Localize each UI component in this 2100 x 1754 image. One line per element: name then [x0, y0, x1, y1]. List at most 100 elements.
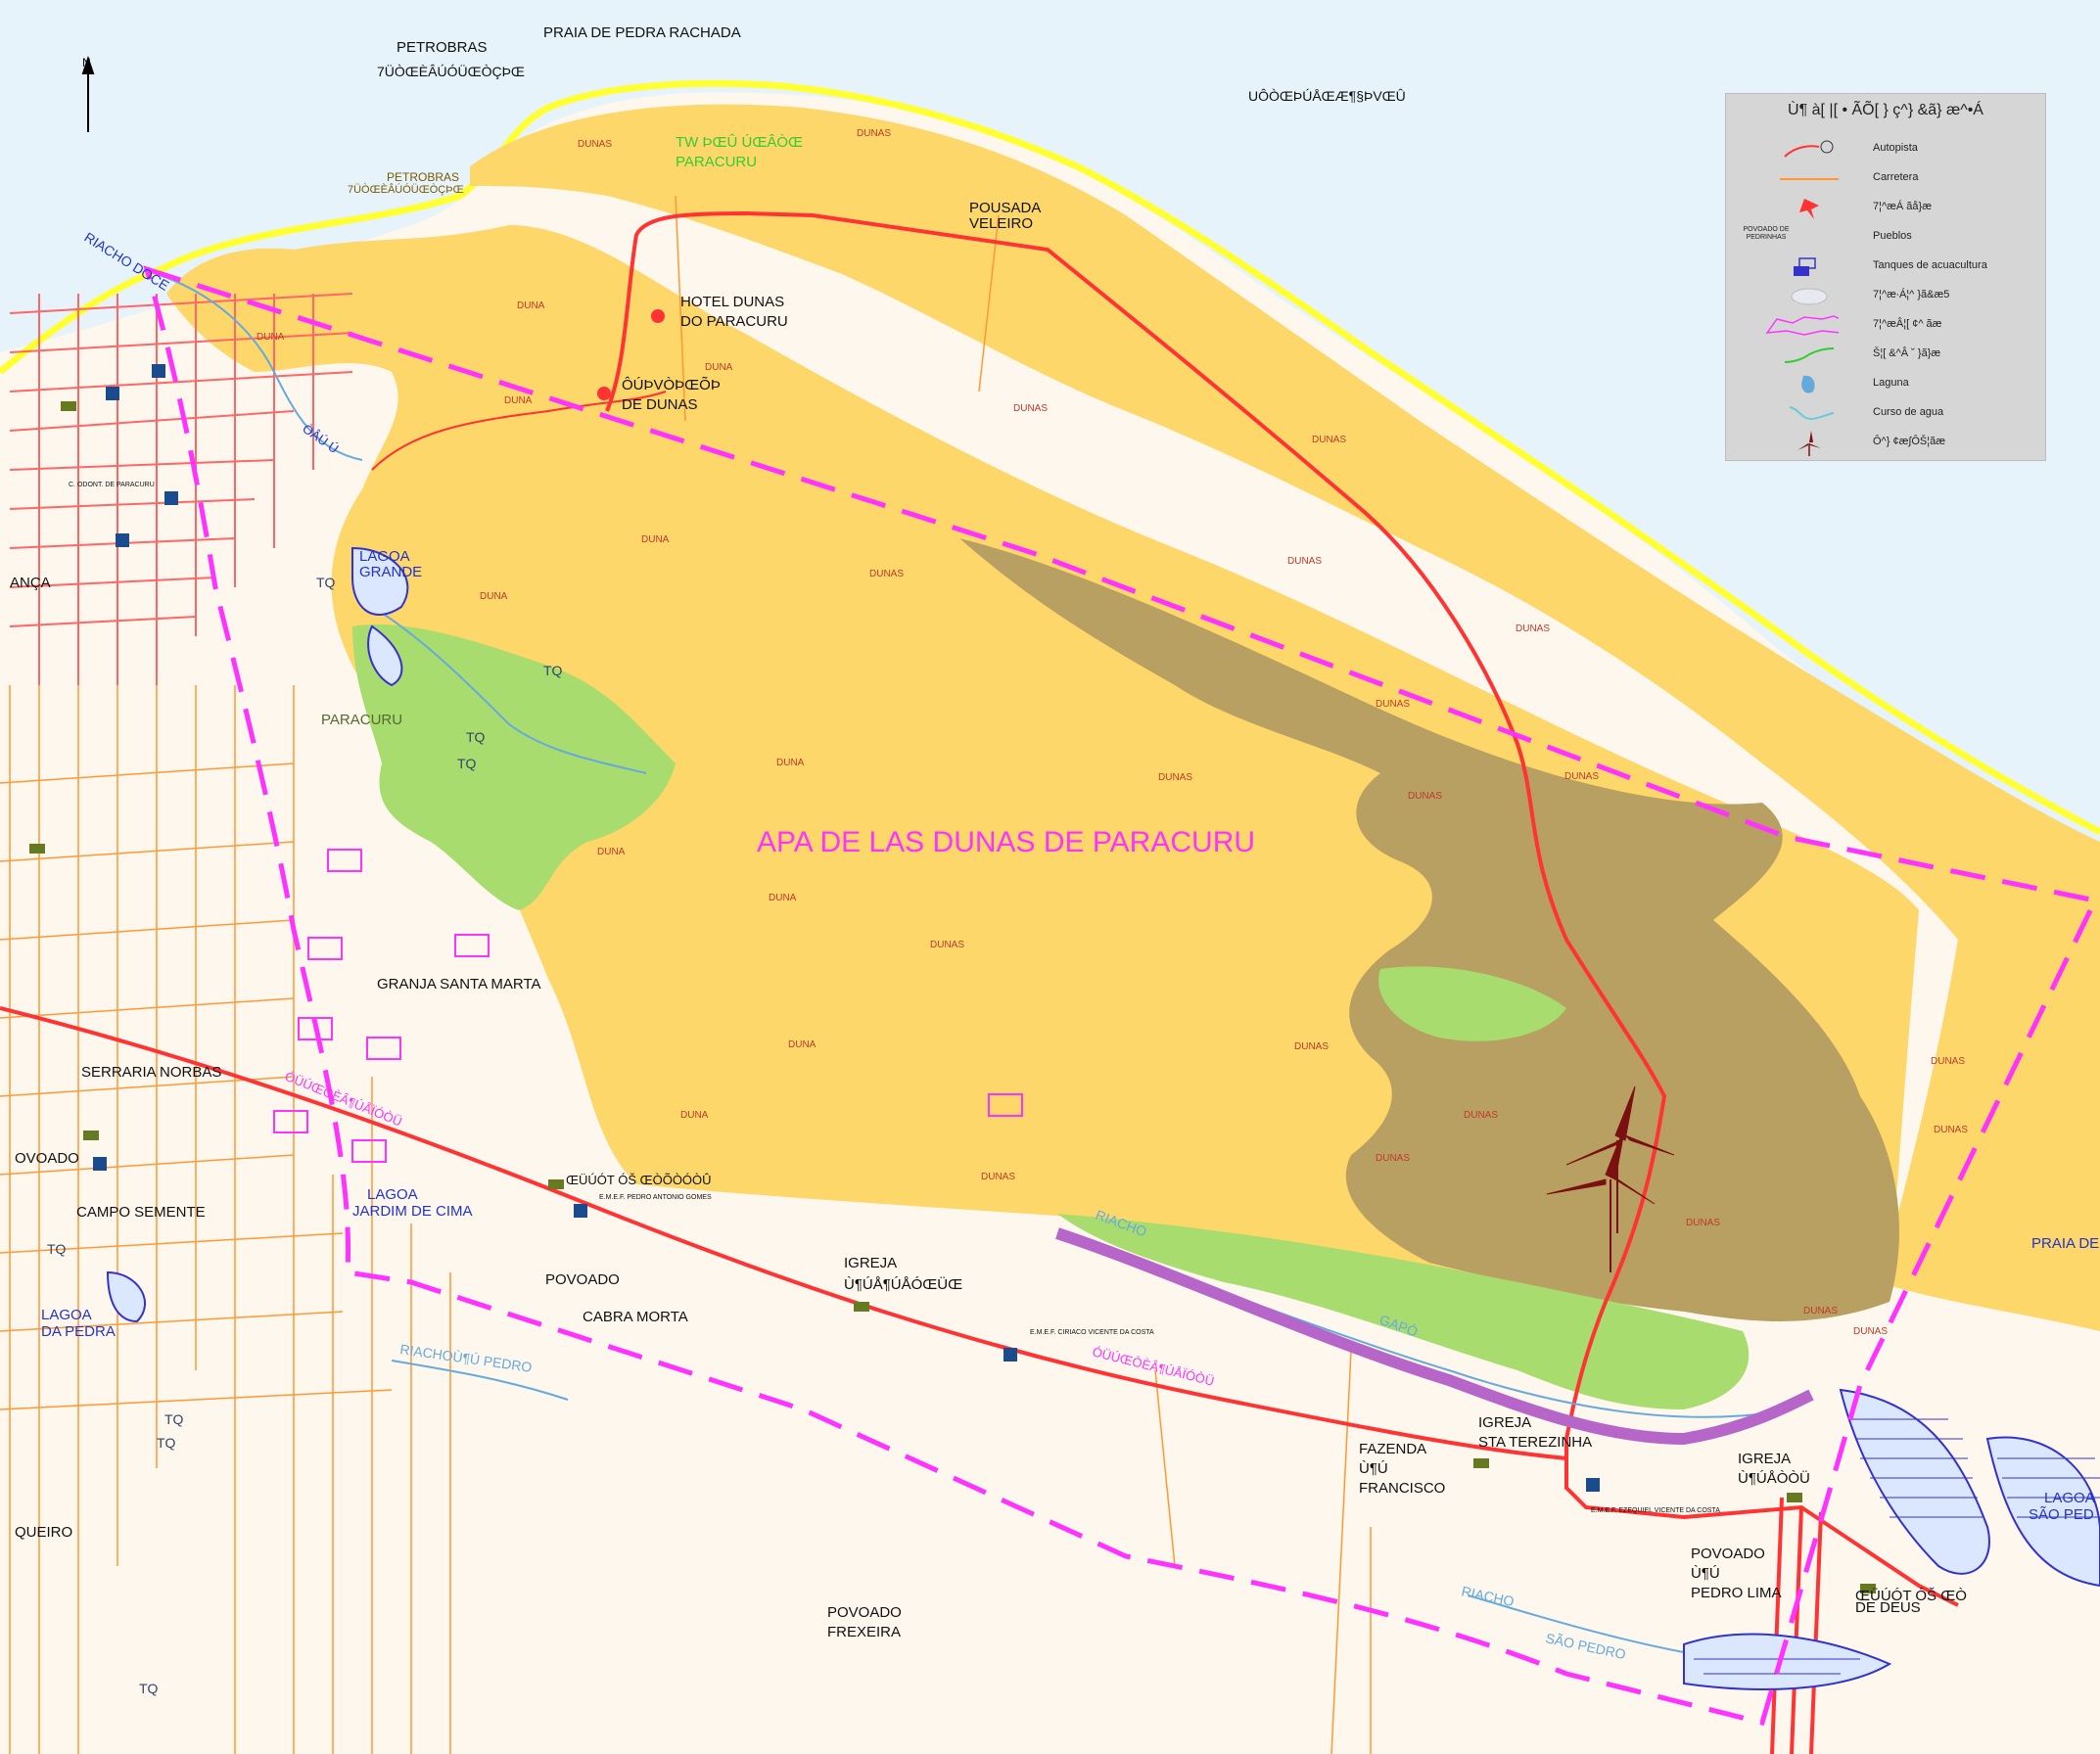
lagoons [106, 546, 2100, 1690]
pin-icon [1799, 199, 1819, 219]
label-igreja1-1: IGREJA [844, 1255, 897, 1271]
label-fazenda-3: FRANCISCO [1359, 1480, 1445, 1497]
legend-item-polygon: 7¦^æÂ¦[ ¢^ ãæ [1726, 311, 2045, 341]
parque-marker[interactable] [597, 387, 611, 400]
label-dunas-paracuru-2: PARACURU [676, 154, 757, 170]
dune-label: DUNAS [1408, 791, 1442, 802]
label-lagoa-pedra-2: DA PEDRA [41, 1323, 116, 1340]
dune-label: DUNA [769, 893, 797, 903]
dune-label: DUNA [517, 300, 545, 311]
apa-title: APA DE LAS DUNAS DE PARACURU [757, 826, 1255, 858]
legend-item-road: Carretera [1726, 164, 2045, 194]
aquaculture-tanks [273, 849, 1023, 1163]
label-povoado-lima-3: PEDRO LIMA [1691, 1585, 1782, 1601]
label-tq-6: TQ [164, 1411, 184, 1427]
label-povoado-cabra-2: CABRA MORTA [583, 1309, 688, 1325]
label-parque-2: DE DUNAS [622, 396, 698, 413]
label-anca: ANÇA [10, 575, 51, 591]
dune-label: DUNAS [1853, 1326, 1888, 1337]
school-markers [93, 364, 1600, 1492]
legend: Ù¶ à[ |[ • ÃÕ[ } ç^} &ã} æ^•Á Autopista … [1725, 93, 2046, 461]
label-dunas-paracuru-1: TW ÞŒÛ ÚŒÂÒŒ [676, 134, 803, 151]
tank-icon [1794, 257, 1816, 276]
label-praia-right: PRAIA DE [2031, 1235, 2099, 1252]
north-label: N [82, 56, 91, 69]
highway-icon [1784, 140, 1834, 158]
legend-item-stream: Curso de agua [1726, 399, 2045, 429]
label-pousada-1: POUSADA [969, 200, 1041, 216]
label-tq-2: TQ [543, 663, 563, 678]
legend-item-highway: Autopista [1726, 135, 2045, 164]
dune-label: DUNAS [578, 139, 612, 150]
dune-label: DUNAS [1158, 772, 1192, 783]
lagoon-icon [1801, 375, 1815, 393]
label-tq-7: TQ [157, 1435, 176, 1451]
dune-label: DUNA [641, 534, 670, 545]
label-sea: UÔÒŒÞÚÅŒÆ¶§ÞVŒÛ [1248, 88, 1406, 104]
label-lagoa-grande-1: LAGOA [359, 548, 410, 565]
polygon-icon [1765, 315, 1839, 336]
apa-boundary[interactable] [143, 265, 2099, 1727]
coastline [0, 79, 2100, 836]
label-petrobras-mid: PETROBRAS [387, 170, 459, 184]
label-fazenda-2: Ù¶Ú [1359, 1460, 1388, 1477]
orange-roads [0, 195, 1372, 1754]
dune-label: DUNA [680, 1110, 709, 1121]
label-tq-8: TQ [139, 1681, 159, 1696]
dune-label: DUNAS [1931, 1056, 1965, 1067]
label-emef-ciriaco: E.M.E.F. CIRIACO VICENTE DA COSTA [1030, 1329, 1154, 1336]
label-tq-3: TQ [466, 729, 486, 745]
dune-label: DUNA [257, 332, 285, 343]
legend-item-wind: Ô^} ¢æ∫ÔŠ¦ãæ [1726, 429, 2045, 458]
label-hotel-1: HOTEL DUNAS [680, 294, 784, 310]
label-campo: CAMPO SEMENTE [76, 1204, 206, 1221]
dune-label: DUNA [705, 362, 733, 373]
legend-item-tanks: Tanques de acuacultura [1726, 253, 2045, 282]
legend-item-pin: 7¦^æÁ ãå}æ [1726, 194, 2045, 223]
label-tq-5: TQ [47, 1241, 67, 1257]
label-povoado-cabra-1: POVOADO [545, 1271, 620, 1288]
label-hotel-2: DO PARACURU [680, 313, 788, 330]
label-igreja2-2: STA TEREZINHA [1478, 1434, 1592, 1451]
label-petrobras-mid-sub: 7ÜÒŒÈÂÚÓÜŒÒÇÞŒ [348, 183, 464, 196]
dune-label: DUNAS [1934, 1125, 1968, 1135]
dune-label: DUNA [788, 1039, 817, 1050]
dune-label: DUNAS [1376, 1153, 1410, 1164]
road-to-petrobras [371, 391, 667, 471]
dune-label: DUNAS [1376, 699, 1410, 710]
label-emef-pedro: E.M.E.F. PEDRO ANTONIO GOMES [599, 1194, 712, 1201]
hotel-marker[interactable] [651, 309, 665, 323]
dune-label: DUNA [597, 847, 626, 857]
dune-label: DUNAS [1803, 1306, 1838, 1316]
label-povoado-frex-2: FREXEIRA [827, 1624, 901, 1640]
dune-label: DUNA [504, 395, 533, 406]
label-lagoa-pedra-1: LAGOA [41, 1307, 92, 1323]
legend-item-lagoon: Laguna [1726, 370, 2045, 399]
dune-label: DUNA [480, 591, 508, 602]
vegetation-south [1057, 1214, 1750, 1409]
area-icon [1791, 288, 1828, 305]
legend-item-area: 7¦^æ∙Á¦^ }ã&æ5 [1726, 282, 2045, 311]
wind-turbine-icon [1797, 431, 1821, 456]
label-povoado-frex-1: POVOADO [827, 1604, 902, 1621]
dune-label: DUNAS [981, 1172, 1015, 1182]
label-church-deus-1: ŒÜÚÓT ÓŠ ŒÒ [1855, 1587, 1967, 1604]
path-icon [1784, 347, 1835, 363]
dune-label: DUNA [776, 758, 805, 768]
label-odont: C. ODONT. DE PARACURU [69, 482, 155, 488]
label-fazenda-1: FAZENDA [1359, 1441, 1426, 1457]
dune-label: DUNAS [1686, 1218, 1720, 1228]
label-igreja2-1: IGREJA [1478, 1414, 1531, 1431]
label-lagoa-sao-1: LAGOA [2044, 1490, 2095, 1506]
dune-label: DUNAS [869, 569, 904, 579]
legend-title: Ù¶ à[ |[ • ÃÕ[ } ç^} &ã} æ^•Á [1788, 102, 1983, 118]
legend-item-town: POVOADO DE PEDRINHAS Pueblos [1743, 226, 1912, 242]
highway [0, 210, 1959, 1754]
dune-label: DUNAS [857, 128, 891, 139]
label-church-deus-2: DE DEUS [1855, 1599, 1921, 1616]
label-lagoa-jardim-1: LAGOA [367, 1186, 418, 1203]
dune-label: DUNAS [930, 940, 964, 950]
label-serraria: SERRARIA NORBAS [81, 1064, 221, 1081]
label-povoado-left: OVOADO [15, 1150, 79, 1167]
label-igreja3-2: Ù¶ÚÅÒÒÜ [1738, 1469, 1810, 1487]
